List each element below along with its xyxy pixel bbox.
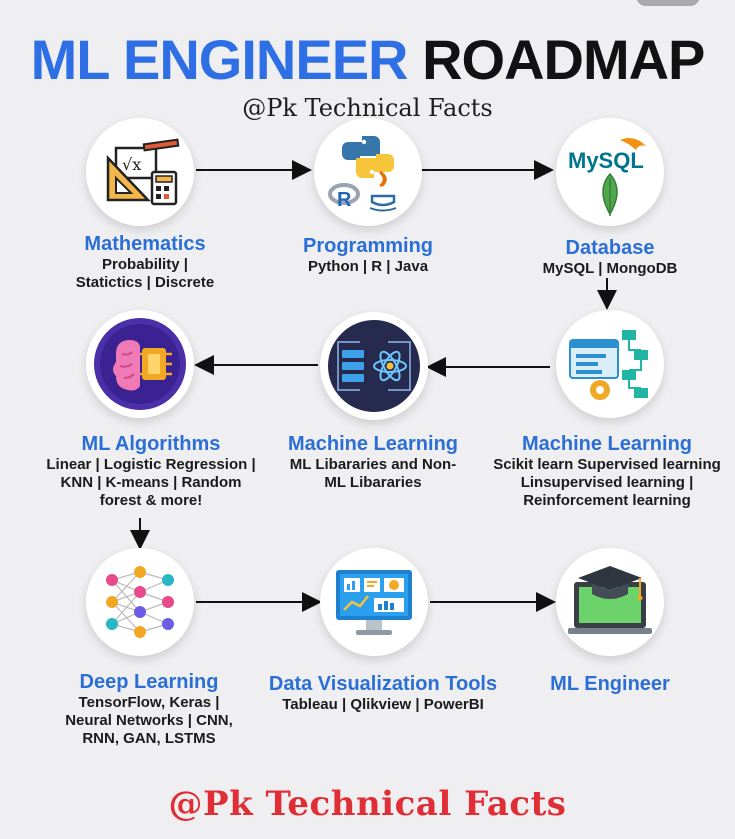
brain-icon <box>113 340 140 391</box>
author-handle: @Pk Technical Facts <box>242 94 493 122</box>
programming-languages-icon: R <box>328 136 397 212</box>
data-visualization-title: Data Visualization Tools <box>268 673 498 695</box>
ml-algorithms-label: ML Algorithms Linear | Logistic Regressi… <box>38 432 264 510</box>
ml-libraries-detail: Scikit learn Supervised learning Linsupe… <box>493 456 721 509</box>
database-label: Database MySQL | MongoDB <box>520 236 700 278</box>
machine-learning-node <box>320 312 428 420</box>
programming-label: Programming Python | R | Java <box>278 234 458 276</box>
database-icon: MySQL <box>568 138 646 216</box>
svg-text:√x: √x <box>122 155 141 174</box>
database-title: Database <box>565 237 655 259</box>
dashboard-monitor-icon <box>336 570 412 635</box>
data-visualization-label: Data Visualization Tools Tableau | Qlikv… <box>248 672 518 714</box>
ai-brain-chip-icon <box>94 318 186 410</box>
top-decorative-pill <box>636 0 700 6</box>
deep-learning-title: Deep Learning <box>79 671 219 693</box>
ml-libraries-node <box>556 310 664 418</box>
programming-detail: Python | R | Java <box>307 258 429 275</box>
mathematics-label: Mathematics Probability | Statictics | D… <box>50 232 240 292</box>
graduation-cap-icon <box>578 566 642 590</box>
database-detail: MySQL | MongoDB <box>542 260 678 277</box>
title-blue-part: ML ENGINEER <box>30 28 409 91</box>
machine-learning-title: Machine Learning <box>287 433 459 455</box>
atom-icon <box>373 350 407 382</box>
ml-engineer-title: ML Engineer <box>550 673 670 695</box>
ml-libraries-label: Machine Learning Scikit learn Supervised… <box>478 432 735 510</box>
title-black-part: ROADMAP <box>422 28 705 91</box>
r-language-icon <box>328 183 360 205</box>
ml-algorithms-detail: Linear | Logistic Regression | KNN | K-m… <box>46 456 256 509</box>
ml-workflow-icon <box>569 330 648 400</box>
graduation-laptop-icon <box>568 566 652 634</box>
math-tools-icon: √x <box>106 138 180 206</box>
ml-engineer-node <box>556 548 664 656</box>
database-node: MySQL <box>556 118 664 226</box>
server-icon <box>342 350 364 358</box>
footer-handle: @Pk Technical Facts <box>168 784 567 824</box>
python-icon <box>342 136 380 160</box>
data-visualization-detail: Tableau | Qlikview | PowerBI <box>282 696 484 713</box>
deep-learning-node <box>86 548 194 656</box>
page-title: ML ENGINEER ROADMAP <box>0 26 735 94</box>
neural-network-icon <box>106 566 174 638</box>
deep-learning-label: Deep Learning TensorFlow, Keras | Neural… <box>44 670 254 748</box>
ml-algorithms-node <box>86 310 194 418</box>
mathematics-node: √x <box>86 118 194 226</box>
programming-node: R <box>314 118 422 226</box>
mathematics-title: Mathematics <box>84 233 206 255</box>
ml-libraries-title: Machine Learning <box>521 433 693 455</box>
machine-learning-detail: ML Libararies and Non-ML Libararies <box>289 456 457 491</box>
java-icon <box>379 170 387 187</box>
machine-learning-label: Machine Learning ML Libararies and Non-M… <box>280 432 466 492</box>
programming-title: Programming <box>302 235 434 257</box>
machine-learning-icon <box>328 320 420 412</box>
svg-text:R: R <box>337 189 352 211</box>
ml-algorithms-title: ML Algorithms <box>81 433 221 455</box>
mysql-icon: MySQL <box>568 148 644 173</box>
deep-learning-detail: TensorFlow, Keras | Neural Networks | CN… <box>65 694 233 747</box>
data-visualization-node <box>320 548 428 656</box>
ml-engineer-label: ML Engineer <box>520 672 700 696</box>
mathematics-detail: Probability | Statictics | Discrete <box>75 256 215 291</box>
